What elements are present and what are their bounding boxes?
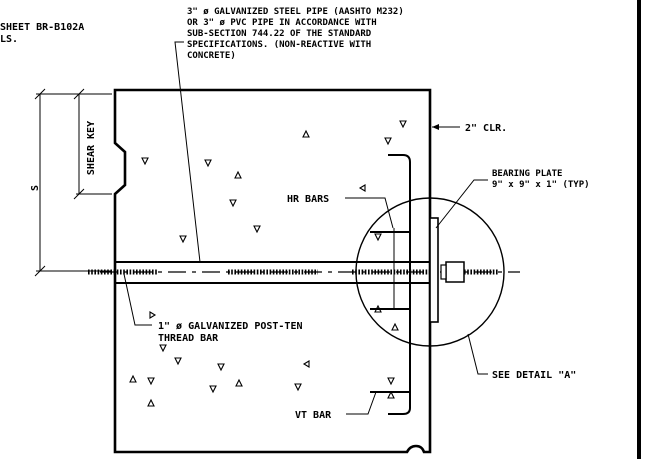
bearing-plate-label-1: BEARING PLATE <box>492 169 562 179</box>
pipe-note-line-4: SPECIFICATIONS. (NON-REACTIVE WITH <box>187 40 371 50</box>
concrete-section-outline <box>113 88 432 454</box>
pipe-note-line-5: CONCRETE) <box>187 51 236 61</box>
sheet-ref-line-2: LS. <box>0 34 18 45</box>
hr-bars-label: HR BARS <box>287 194 329 205</box>
vt-bar-label: VT BAR <box>295 410 332 421</box>
dimension-s: S <box>30 88 112 277</box>
bearing-plate <box>429 217 439 323</box>
shear-key-dimension: SHEAR KEY <box>73 88 112 200</box>
vt-bar-hoop <box>388 154 411 415</box>
pipe-note-line-3: SUB-SECTION 744.22 OF THE STANDARD <box>187 29 372 39</box>
dimension-s-label: S <box>30 185 41 191</box>
anchor-washer <box>440 264 447 280</box>
shear-key-label: SHEAR KEY <box>86 121 97 175</box>
anchor-nut <box>445 261 465 283</box>
see-detail-label: SEE DETAIL "A" <box>492 370 576 381</box>
pipe-note-line-2: OR 3" ø PVC PIPE IN ACCORDANCE WITH <box>187 18 377 28</box>
pipe-note-line-1: 3" ø GALVANIZED STEEL PIPE (AASHTO M232) <box>187 7 404 17</box>
leader-lines <box>123 41 488 415</box>
bearing-plate-label-2: 9" x 9" x 1" (TYP) <box>492 180 590 190</box>
thread-bar-label-2: THREAD BAR <box>158 333 219 344</box>
sheet-ref-line-1: SHEET BR-B102A <box>0 22 84 33</box>
thread-bar-label-1: 1" ø GALVANIZED POST-TEN <box>158 321 303 332</box>
detail-a-circle <box>355 197 505 347</box>
clearance-label: 2" CLR. <box>465 123 507 134</box>
aggregate-marks <box>129 120 407 407</box>
